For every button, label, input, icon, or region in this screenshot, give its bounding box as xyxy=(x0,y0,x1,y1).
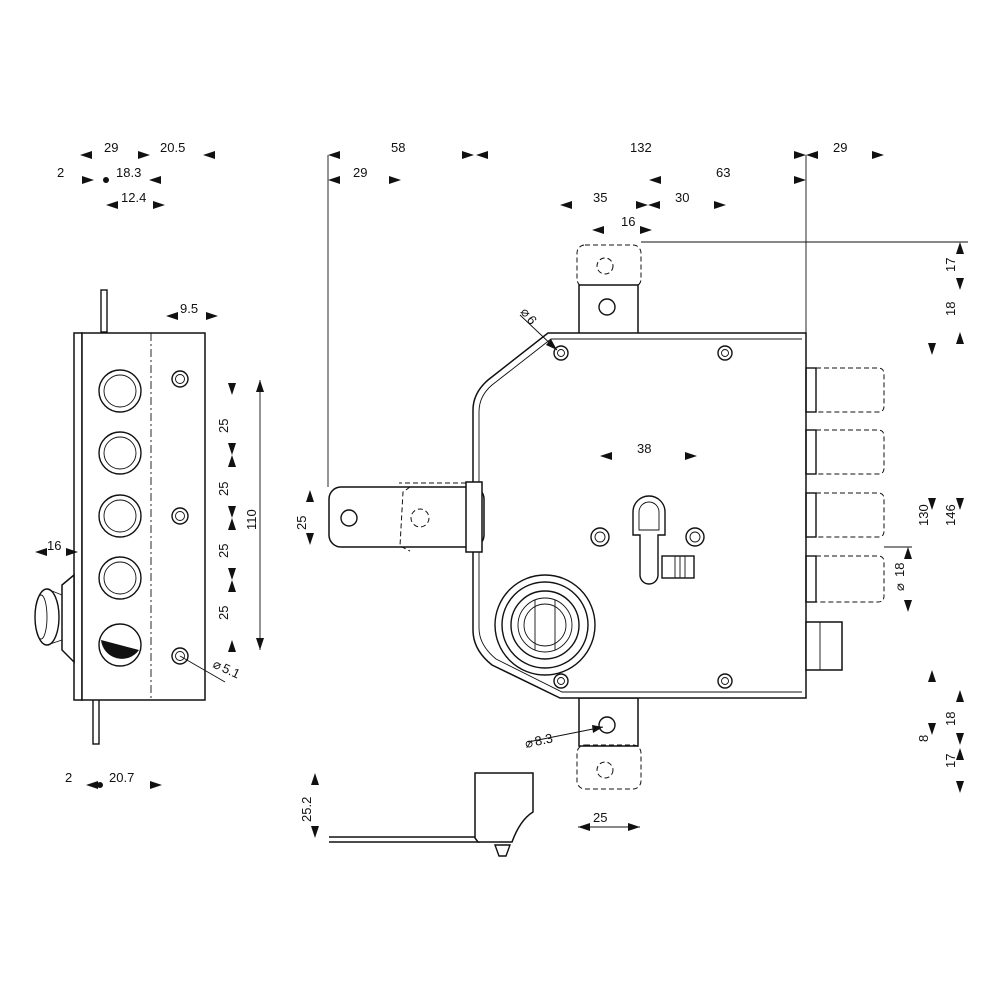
dim-17-top: 17 xyxy=(943,258,958,272)
dimension-labels: 29 20.5 2 18.3 12.4 9.5 16 2 20.7 58 29 … xyxy=(47,140,958,825)
dim-25-b: 25 xyxy=(216,482,231,496)
dim-58: 58 xyxy=(391,140,405,155)
dim-25-bottom: 25 xyxy=(593,810,607,825)
dim-18-bolt: 18 xyxy=(892,563,907,577)
dim-8: 8 xyxy=(916,735,931,742)
dim-25-2: 25.2 xyxy=(299,797,314,822)
lock-body xyxy=(472,332,807,699)
dim-12-4: 12.4 xyxy=(121,190,146,205)
dim-20-5: 20.5 xyxy=(160,140,185,155)
dim-20-7: 20.7 xyxy=(109,770,134,785)
dim-132: 132 xyxy=(630,140,652,155)
dim-38: 38 xyxy=(637,441,651,456)
side-screw-holes xyxy=(171,370,189,665)
keyhole xyxy=(632,495,666,585)
faceplate-strip xyxy=(73,332,83,701)
dim-16-front: 16 xyxy=(621,214,635,229)
dim-16-side: 16 xyxy=(47,538,61,553)
dim-2-top: 2 xyxy=(57,165,64,180)
dim-130: 130 xyxy=(916,504,931,526)
top-mount-tab xyxy=(578,284,639,335)
dim-29-side: 29 xyxy=(104,140,118,155)
dim-18-top: 18 xyxy=(943,302,958,316)
top-dimension-arrows xyxy=(35,151,884,789)
dim-25-left: 25 xyxy=(294,516,309,530)
right-dimension-arrows xyxy=(928,242,964,793)
diameter-symbol-18: ⌀ xyxy=(892,583,907,591)
faceplate-bottom-tab xyxy=(92,697,100,745)
front-view xyxy=(306,155,968,857)
dim-25-a: 25 xyxy=(216,419,231,433)
body-screw-holes xyxy=(553,345,733,689)
dim-8-3: 8.3 xyxy=(533,730,554,748)
dim-25-c: 25 xyxy=(216,544,231,558)
dim-63: 63 xyxy=(716,165,730,180)
dim-9-5: 9.5 xyxy=(180,301,198,316)
cam-lever xyxy=(661,555,695,579)
key-part xyxy=(329,772,534,857)
handle-hub xyxy=(494,574,596,676)
dim-2-bottom: 2 xyxy=(65,770,72,785)
dim-29-right: 29 xyxy=(833,140,847,155)
diameter-symbol-8-3: ⌀ xyxy=(524,735,535,751)
side-body xyxy=(81,332,206,701)
throw-bolts xyxy=(805,367,885,671)
bottom-mount-tab xyxy=(578,697,639,747)
dim-5-1: 5.1 xyxy=(220,660,243,681)
top-tab-dashed xyxy=(576,244,642,288)
dim-18-bottom: 18 xyxy=(943,712,958,726)
side-bolts xyxy=(98,369,142,667)
dim-18-3: 18.3 xyxy=(116,165,141,180)
dim-110: 110 xyxy=(244,509,259,530)
dim-29-front: 29 xyxy=(353,165,367,180)
dim-25-d: 25 xyxy=(216,606,231,620)
side-view xyxy=(34,289,264,745)
dim-146: 146 xyxy=(943,504,958,526)
dim-17-bottom: 17 xyxy=(943,754,958,768)
side-knob xyxy=(34,573,75,664)
dim-35: 35 xyxy=(593,190,607,205)
dim-30: 30 xyxy=(675,190,689,205)
faceplate-top-tab xyxy=(100,289,108,333)
bottom-tab-dashed xyxy=(576,744,642,790)
latch-arm xyxy=(328,481,485,553)
latch-bolt xyxy=(805,621,843,671)
